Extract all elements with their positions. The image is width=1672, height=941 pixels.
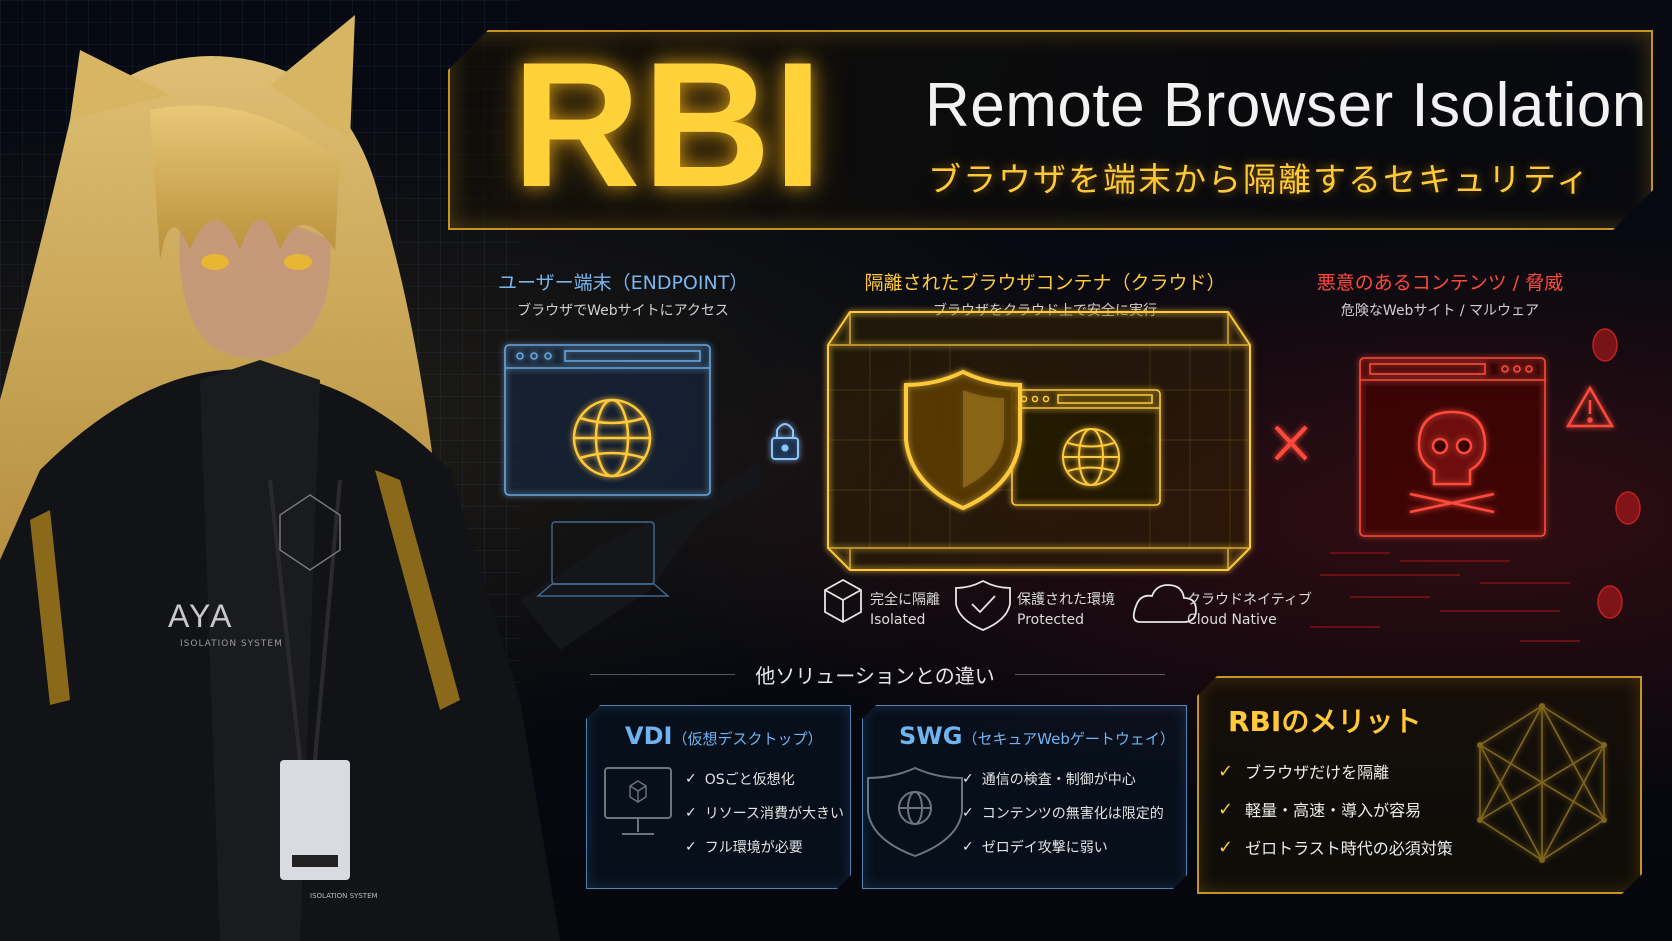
merit-list-item: ✓ゼロトラスト時代の必須対策 <box>1218 836 1453 859</box>
title-acronym: RBI <box>512 25 825 224</box>
vdi-list-item: ✓OSごと仮想化 <box>685 771 795 788</box>
skull-crossbones-icon <box>1409 410 1495 514</box>
feature-protected-en: Protected <box>1017 612 1084 628</box>
feature-cloud-native: クラウドネイティブ Cloud Native <box>1187 590 1312 630</box>
vdi-list-item: ✓フル環境が必要 <box>685 839 803 856</box>
feature-protected: 保護された環境 Protected <box>1017 590 1115 630</box>
title-panel <box>448 30 1653 230</box>
merit-list: ✓ブラウザだけを隔離 ✓軽量・高速・導入が容易 ✓ゼロトラスト時代の必須対策 <box>1218 752 1453 866</box>
threat-heading: 悪意のあるコンテンツ / 脅威 <box>1316 272 1564 294</box>
check-icon: ✓ <box>685 771 697 787</box>
check-icon: ✓ <box>685 839 697 855</box>
vdi-list: ✓OSごと仮想化 ✓リソース消費が大きい ✓フル環境が必要 <box>685 762 844 864</box>
divider-right <box>1015 674 1165 675</box>
check-icon: ✓ <box>962 839 974 855</box>
feature-isolated: 完全に隔離 Isolated <box>870 590 940 630</box>
id-card-text: ISOLATION SYSTEM <box>310 892 378 900</box>
check-icon: ✓ <box>962 771 974 787</box>
laptop-icon <box>536 521 670 597</box>
check-icon: ✓ <box>1218 760 1234 782</box>
comparison-title: 他ソリューションとの違い <box>755 664 995 688</box>
divider-left <box>590 674 735 675</box>
cloud-heading: 隔離されたブラウザコンテナ（クラウド） <box>864 272 1226 294</box>
merit-list-item: ✓ブラウザだけを隔離 <box>1218 760 1390 783</box>
swg-title-main: SWG <box>899 722 963 750</box>
lock-icon <box>771 423 799 460</box>
endpoint-subheading: ブラウザでWebサイトにアクセス <box>517 303 729 319</box>
feature-isolated-jp: 完全に隔離 <box>870 592 940 608</box>
feature-cloud-native-en: Cloud Native <box>1187 612 1277 628</box>
jacket-badge-subtext: ISOLATION SYSTEM <box>180 639 283 649</box>
merit-title: RBIのメリット <box>1228 705 1422 738</box>
character-illustration <box>0 15 760 941</box>
bug-icon <box>1592 328 1641 619</box>
shield-check-icon <box>955 579 1011 631</box>
cloud-browser-window <box>1011 389 1161 506</box>
globe-icon <box>572 398 652 478</box>
vdi-card <box>586 705 851 889</box>
feature-cloud-native-jp: クラウドネイティブ <box>1187 592 1312 608</box>
check-icon: ✓ <box>685 805 697 821</box>
threat-subheading: 危険なWebサイト / マルウェア <box>1340 303 1540 319</box>
swg-title-sub: （セキュアWebゲートウェイ） <box>962 730 1175 748</box>
title-japanese: ブラウザを端末から隔離するセキュリティ <box>928 160 1592 199</box>
check-icon: ✓ <box>1218 798 1234 820</box>
warning-icon <box>1565 385 1615 428</box>
endpoint-browser-window <box>504 344 711 496</box>
feature-protected-jp: 保護された環境 <box>1017 592 1115 608</box>
swg-list: ✓通信の検査・制御が中心 ✓コンテンツの無害化は限定的 ✓ゼロデイ攻撃に弱い <box>962 762 1164 864</box>
merit-list-item: ✓軽量・高速・導入が容易 <box>1218 798 1422 821</box>
vdi-list-item: ✓リソース消費が大きい <box>685 805 845 822</box>
swg-title: SWG（セキュアWebゲートウェイ） <box>899 722 1175 750</box>
block-x-icon <box>1274 425 1308 461</box>
check-icon: ✓ <box>1218 836 1234 858</box>
feature-isolated-en: Isolated <box>870 612 926 628</box>
check-icon: ✓ <box>962 805 974 821</box>
swg-card <box>862 705 1187 889</box>
cloud-globe-icon <box>1062 428 1120 486</box>
shield-icon <box>904 369 1022 511</box>
jacket-badge-text: AYA <box>168 598 234 634</box>
swg-list-item: ✓通信の検査・制御が中心 <box>962 771 1136 788</box>
title-english: Remote Browser Isolation <box>925 71 1647 140</box>
endpoint-heading: ユーザー端末（ENDPOINT） <box>498 272 749 294</box>
swg-list-item: ✓ゼロデイ攻撃に弱い <box>962 839 1108 856</box>
vdi-title-main: VDI <box>625 722 673 750</box>
cloud-icon <box>1132 584 1197 623</box>
swg-list-item: ✓コンテンツの無害化は限定的 <box>962 805 1164 822</box>
vdi-title-sub: （仮想デスクトップ） <box>672 730 823 748</box>
vdi-title: VDI（仮想デスクトップ） <box>625 722 822 750</box>
merit-panel <box>1197 676 1642 894</box>
cube-icon <box>824 578 862 624</box>
